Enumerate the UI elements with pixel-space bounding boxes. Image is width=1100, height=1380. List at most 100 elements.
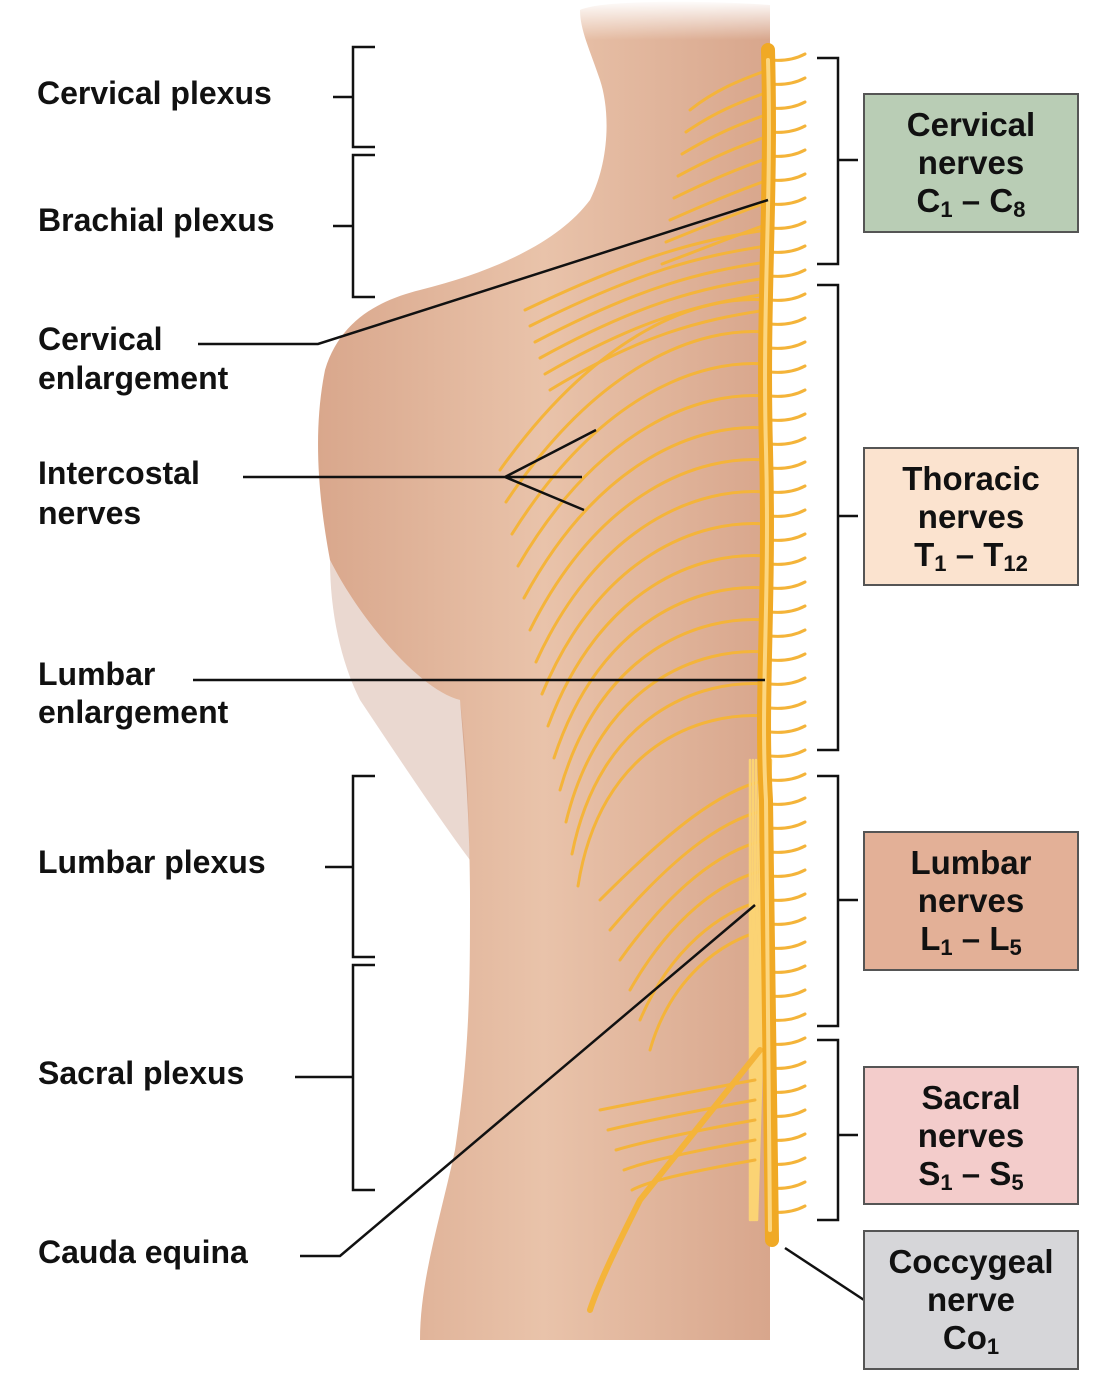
range-start-letter: L [920, 920, 941, 957]
spinal-rootlet [768, 364, 807, 374]
box-thoracic-line2: nerves [917, 497, 1025, 535]
box-coccygeal-code: Co1 [865, 1319, 1077, 1359]
range-start-letter: T [914, 535, 935, 573]
head-fade [560, 0, 780, 40]
bracket-lumbar-nerves [817, 774, 858, 1028]
range-dash: – [952, 1154, 990, 1192]
brachial-branch [543, 292, 768, 376]
range-end-letter: S [989, 1154, 1012, 1192]
code-letters: Co [942, 1319, 987, 1356]
intercostal-nerve [516, 394, 768, 568]
box-cervical-line1: Cervical [906, 106, 1036, 143]
range-end-letter: C [989, 182, 1014, 219]
cervical-branch [668, 178, 770, 222]
range-end-number: 12 [1003, 550, 1028, 576]
box-sacral-line2: nerves [917, 1116, 1025, 1154]
cervical-branch [680, 112, 770, 156]
intercostal-nerve [498, 298, 768, 472]
spinal-rootlet [768, 508, 807, 518]
spinal-rootlet [768, 340, 807, 350]
spinal-rootlet [768, 484, 807, 494]
spinal-rootlet [768, 844, 807, 854]
cervical-branch [660, 222, 770, 266]
range-end-number: 5 [1009, 935, 1022, 960]
cauda-equina-strand [750, 758, 758, 1222]
sacral-branch [614, 1118, 757, 1152]
range-end-number: 5 [1011, 1169, 1024, 1195]
spinal-rootlet [768, 436, 807, 446]
cervical-branch [672, 156, 770, 200]
spinal-rootlet [768, 868, 807, 878]
intercostal-nerve [510, 362, 768, 536]
cervical-branch [676, 134, 770, 178]
label-lumbar-enlargement-line1: Lumbar [38, 656, 156, 692]
spinal-rootlet [768, 196, 807, 206]
bracket-cervical-plexus [333, 45, 375, 149]
arm-shadow [330, 560, 470, 860]
bracket-sacral-plexus [295, 963, 375, 1192]
cervical-branch [684, 90, 770, 134]
box-lumbar-nerves: Lumbar nerves L1 – L5 [863, 831, 1079, 971]
box-sacral-nerves: Sacral nerves S1 – S5 [863, 1066, 1079, 1205]
spinal-rootlet [768, 916, 807, 926]
cervical-branch [664, 200, 770, 244]
left-brackets [295, 45, 375, 1192]
brachial-branch [533, 260, 768, 344]
cauda-equina-strand [751, 758, 761, 1222]
sacral-branch [622, 1138, 757, 1172]
box-lumbar-line2: nerves [917, 882, 1025, 919]
spinal-rootlet [768, 652, 807, 662]
right-brackets [817, 56, 858, 1222]
box-thoracic-range: T1 – T12 [865, 535, 1077, 576]
box-coccygeal-nerve: Coccygeal nerve Co1 [863, 1230, 1079, 1370]
label-lumbar-enlargement-line2: enlargement [38, 694, 229, 730]
label-sacral-plexus: Sacral plexus [38, 1055, 245, 1091]
brachial-branch [528, 244, 768, 328]
spinal-rootlet [768, 940, 807, 950]
range-start-letter: S [918, 1154, 941, 1192]
box-thoracic-nerves: Thoracic nerves T1 – T12 [863, 447, 1079, 586]
spinal-rootlet [768, 628, 807, 638]
spinal-cord-highlight [762, 58, 772, 1232]
range-end-letter: T [983, 535, 1004, 573]
label-cauda-equina: Cauda equina [38, 1234, 248, 1270]
spinal-rootlet [768, 52, 807, 62]
brachial-branch [538, 276, 768, 360]
spinal-rootlet [768, 292, 807, 302]
cervical-branch [688, 68, 770, 112]
box-thoracic-line1: Thoracic [902, 459, 1040, 497]
leader-coccygeal-nerve [784, 1246, 865, 1302]
intercostal-nerve [522, 426, 768, 600]
spinal-rootlet [768, 820, 807, 830]
range-start-number: 1 [940, 1169, 953, 1195]
intercostal-nerve [564, 650, 768, 824]
sciatic-nerve [587, 1047, 763, 1313]
sacral-branch [598, 1078, 757, 1112]
range-start-number: 1 [940, 197, 953, 222]
bracket-brachial-plexus [333, 153, 375, 299]
bracket-thoracic-nerves [817, 283, 858, 752]
bracket-sacral-nerves [817, 1038, 858, 1222]
box-sacral-range: S1 – S5 [865, 1154, 1077, 1195]
label-intercostal-line2: nerves [38, 495, 142, 531]
code-number: 1 [986, 1334, 1000, 1359]
bracket-lumbar-plexus [325, 774, 375, 959]
brachial-branch [548, 308, 768, 392]
label-cervical-enlargement-line1: Cervical [38, 321, 163, 357]
range-end-letter: L [989, 920, 1010, 957]
spinal-rootlet [768, 316, 807, 326]
spinal-rootlet [768, 796, 807, 806]
sacral-branch [630, 1158, 757, 1192]
range-start-number: 1 [934, 550, 947, 576]
spinal-rootlet [768, 244, 807, 254]
spinal-rootlet [768, 748, 807, 758]
spinal-rootlet [768, 580, 807, 590]
spinal-rootlet [768, 556, 807, 566]
label-cervical-plexus: Cervical plexus [37, 75, 272, 111]
spinal-rootlet [768, 460, 807, 470]
box-lumbar-range: L1 – L5 [865, 920, 1077, 960]
spinal-rootlet [768, 676, 807, 686]
intercostal-nerve [540, 522, 768, 696]
spinal-rootlet [768, 604, 807, 614]
